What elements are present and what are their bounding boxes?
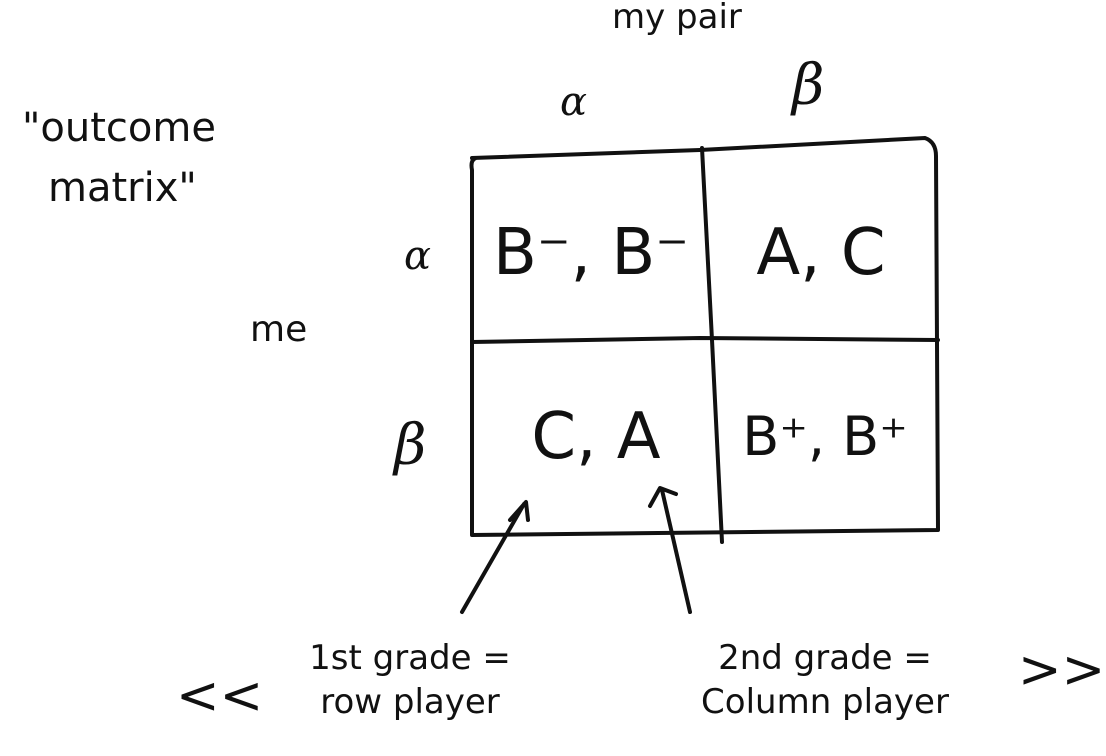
- cell-alpha-alpha: B⁻, B⁻: [492, 216, 690, 290]
- column-strategy-beta: β: [792, 53, 825, 118]
- cell-alpha-beta: A, C: [756, 216, 886, 290]
- arrow-first-grade: [460, 500, 530, 614]
- cell-beta-alpha: C, A: [531, 400, 661, 474]
- note-second-grade-line-1: 2nd grade =: [718, 638, 932, 678]
- note-first-grade-line-2: row player: [320, 682, 500, 723]
- row-strategy-beta: β: [394, 413, 427, 478]
- cell-beta-beta: B⁺, B⁺: [742, 405, 908, 468]
- note-first-grade: 1st grade = row player: [290, 636, 530, 724]
- note-second-grade: 2nd grade = Column player: [680, 636, 970, 724]
- row-player-label: me: [250, 309, 308, 350]
- column-player-label: my pair: [612, 0, 742, 37]
- row-strategy-alpha: α: [404, 233, 432, 279]
- column-strategy-alpha: α: [560, 79, 588, 125]
- matrix-title-line-2: matrix": [48, 165, 197, 211]
- previous-slide-button[interactable]: <<: [176, 666, 264, 726]
- matrix-title-line-1: "outcome: [22, 105, 216, 151]
- arrow-second-grade: [648, 486, 692, 614]
- matrix-horizontal-divider: [470, 336, 940, 344]
- note-first-grade-line-1: 1st grade =: [309, 638, 511, 678]
- next-slide-button[interactable]: >>: [1018, 640, 1106, 700]
- matrix-outer-border: [469, 136, 940, 537]
- note-second-grade-line-2: Column player: [701, 682, 949, 723]
